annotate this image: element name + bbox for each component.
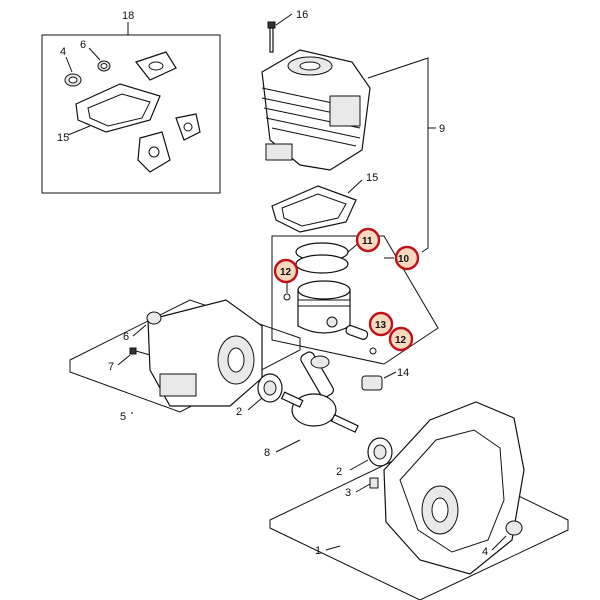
callout-2-right: 2 [336,466,342,478]
callout-1: 1 [315,545,321,557]
crankcase-left-box [69,299,301,413]
callout-4: 4 [482,546,488,558]
callout-14: 14 [397,367,409,379]
highlight-11: 11 [355,227,381,253]
callout-7: 7 [108,361,114,373]
callout-16: 16 [296,9,308,21]
svg-text:12: 12 [395,335,407,346]
highlight-10: 10 [394,245,420,271]
circlip-left [283,293,291,301]
circlip-right [369,347,377,355]
cylinder-screw: 16 [267,9,308,53]
cylinder-gasket-kit [75,83,161,133]
cylinder-base-gasket: 15 [271,172,378,233]
callout-15-kit: 15 [57,132,69,144]
callout-5: 5 [120,411,126,423]
svg-text:12: 12 [280,267,292,278]
svg-text:11: 11 [362,236,373,247]
crankshaft-part [280,351,359,433]
muffler-gasket-part [135,51,177,81]
intake-gasket-part [175,113,201,141]
callout-6: 6 [123,331,129,343]
svg-text:13: 13 [375,320,387,331]
screw-7-part [129,347,137,355]
callout-18: 18 [122,10,134,22]
svg-text:10: 10 [398,254,410,265]
bracket-9-line [367,57,429,253]
carburetor-gasket-part [137,131,171,173]
callout-9: 9 [439,123,445,135]
callout-15: 15 [366,172,378,184]
gasket-kit-box: 18 4 6 15 [41,10,221,194]
callout-3: 3 [345,487,351,499]
highlight-13: 13 [368,311,394,337]
dowel-pin-part [369,477,379,489]
callout-6-kit: 6 [80,39,86,51]
piston-pin-part [345,325,369,340]
callout-4-kit: 4 [60,46,66,58]
cylinder-part [261,49,371,171]
piston-rings [295,241,361,274]
callout-8: 8 [264,447,270,459]
piston-part [297,280,351,334]
highlight-12-bottom: 12 [388,326,414,352]
seal-4-part [505,520,523,536]
callout-2-left: 2 [236,406,242,418]
needle-bearing-part [361,375,383,391]
seal-6-part [146,311,162,325]
highlight-12-top: 12 [273,258,299,284]
